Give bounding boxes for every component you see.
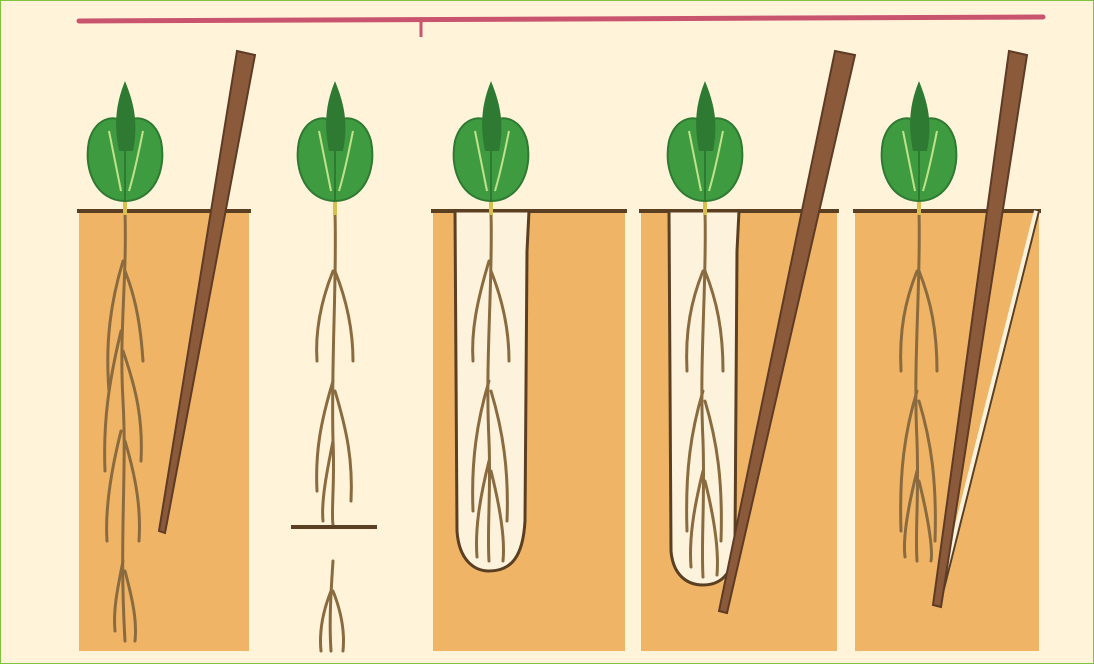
panel-5 — [853, 51, 1041, 651]
leaf-cluster — [298, 81, 373, 201]
leaf-cluster — [882, 81, 957, 201]
soil-block — [855, 211, 1039, 651]
panel-1 — [77, 51, 255, 651]
leaf-cluster — [454, 81, 529, 201]
panel-3 — [431, 81, 627, 651]
panel-4 — [639, 51, 855, 651]
top-rule — [79, 17, 1043, 21]
leaf-cluster — [668, 81, 743, 201]
leaf-cluster — [88, 81, 163, 201]
cut-root-tip — [320, 561, 343, 651]
panel-2 — [291, 81, 377, 651]
root-system — [317, 213, 353, 525]
